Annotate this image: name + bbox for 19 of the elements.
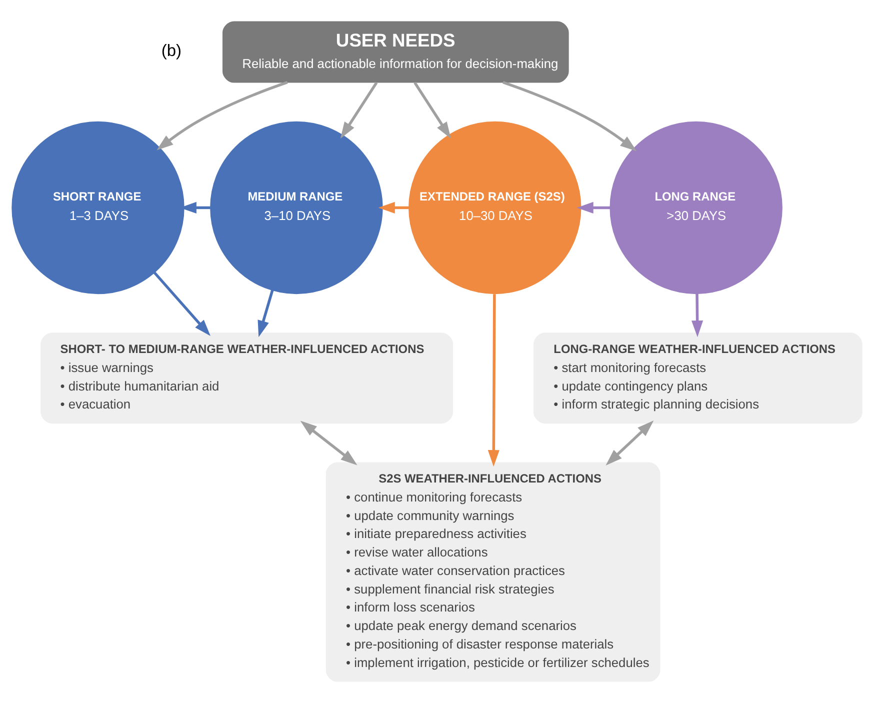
label: (b) [161, 41, 182, 60]
arrow [153, 272, 210, 336]
arrow [378, 202, 409, 214]
arrow [414, 82, 451, 139]
arrow [258, 290, 274, 338]
arrow [156, 81, 288, 150]
arrow [576, 202, 610, 214]
arrow [606, 420, 654, 466]
arrow [300, 420, 358, 466]
node-box: LONG-RANGE WEATHER-INFLUENCED ACTIONS • start monitoring forecasts • update contingency plans • inform strategic planning decisions [533, 332, 862, 424]
arrow [488, 294, 500, 467]
arrow [340, 82, 378, 139]
arrow [502, 81, 637, 152]
node-circle: LONG RANGE >30 DAYS [610, 121, 782, 294]
node-box: S2S WEATHER-INFLUENCED ACTIONS • continue monitoring forecasts • update community warnings • initiate preparedness activities • revise water allocations • activate water conservation practices • supplement financial risk strategies • inform loss scenarios • update peak energy demand scenarios • pre-positioning of disaster response materials • implement irrigation, pesticide or fertilizer schedules [326, 462, 660, 682]
node-box: USER NEEDS Reliable and actionable information for decision-making [222, 21, 569, 83]
node-circle: SHORT RANGE 1–3 DAYS [12, 121, 184, 294]
node-box: SHORT- TO MEDIUM-RANGE WEATHER-INFLUENCED ACTIONS • issue warnings • distribute humanitarian aid • evacuation [40, 332, 454, 424]
arrow [692, 294, 704, 338]
